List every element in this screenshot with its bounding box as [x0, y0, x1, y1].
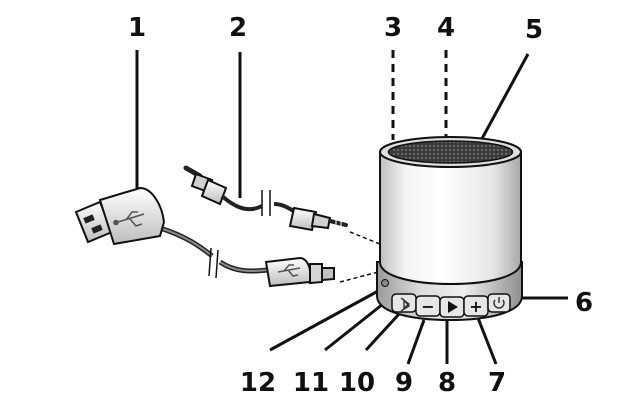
control-panel: − + — [391, 293, 511, 318]
speaker-grille — [387, 140, 514, 164]
callout-12: 12 — [240, 368, 276, 398]
play-icon — [448, 301, 458, 313]
callout-8: 8 — [438, 368, 456, 398]
usb-icon — [277, 264, 301, 277]
leader-5 — [476, 53, 530, 147]
plus-icon: + — [469, 297, 482, 316]
leader-usb-port — [339, 271, 379, 283]
leader-7 — [476, 317, 498, 365]
callout-3: 3 — [384, 13, 402, 43]
leader-11 — [324, 298, 389, 352]
leader-10 — [364, 311, 402, 352]
speaker-body — [379, 151, 522, 286]
callout-10: 10 — [339, 368, 375, 398]
leader-aux-port — [349, 231, 381, 245]
callout-5: 5 — [525, 15, 543, 45]
bluetooth-icon — [400, 297, 411, 312]
aux-audio-cable — [183, 165, 348, 232]
minus-icon: − — [421, 297, 434, 316]
callout-1: 1 — [128, 13, 146, 43]
callout-7: 7 — [488, 368, 506, 398]
callout-4: 4 — [437, 13, 455, 43]
power-icon — [493, 297, 505, 309]
leader-9 — [406, 319, 426, 365]
usb-icon — [113, 211, 145, 227]
callout-11: 11 — [293, 368, 329, 398]
callout-2: 2 — [229, 13, 247, 43]
callout-6: 6 — [575, 288, 593, 318]
usb-cable — [74, 186, 335, 288]
speaker: − + — [376, 136, 523, 322]
reset-hole — [381, 279, 389, 287]
callout-9: 9 — [395, 368, 413, 398]
leader-12 — [269, 288, 381, 352]
